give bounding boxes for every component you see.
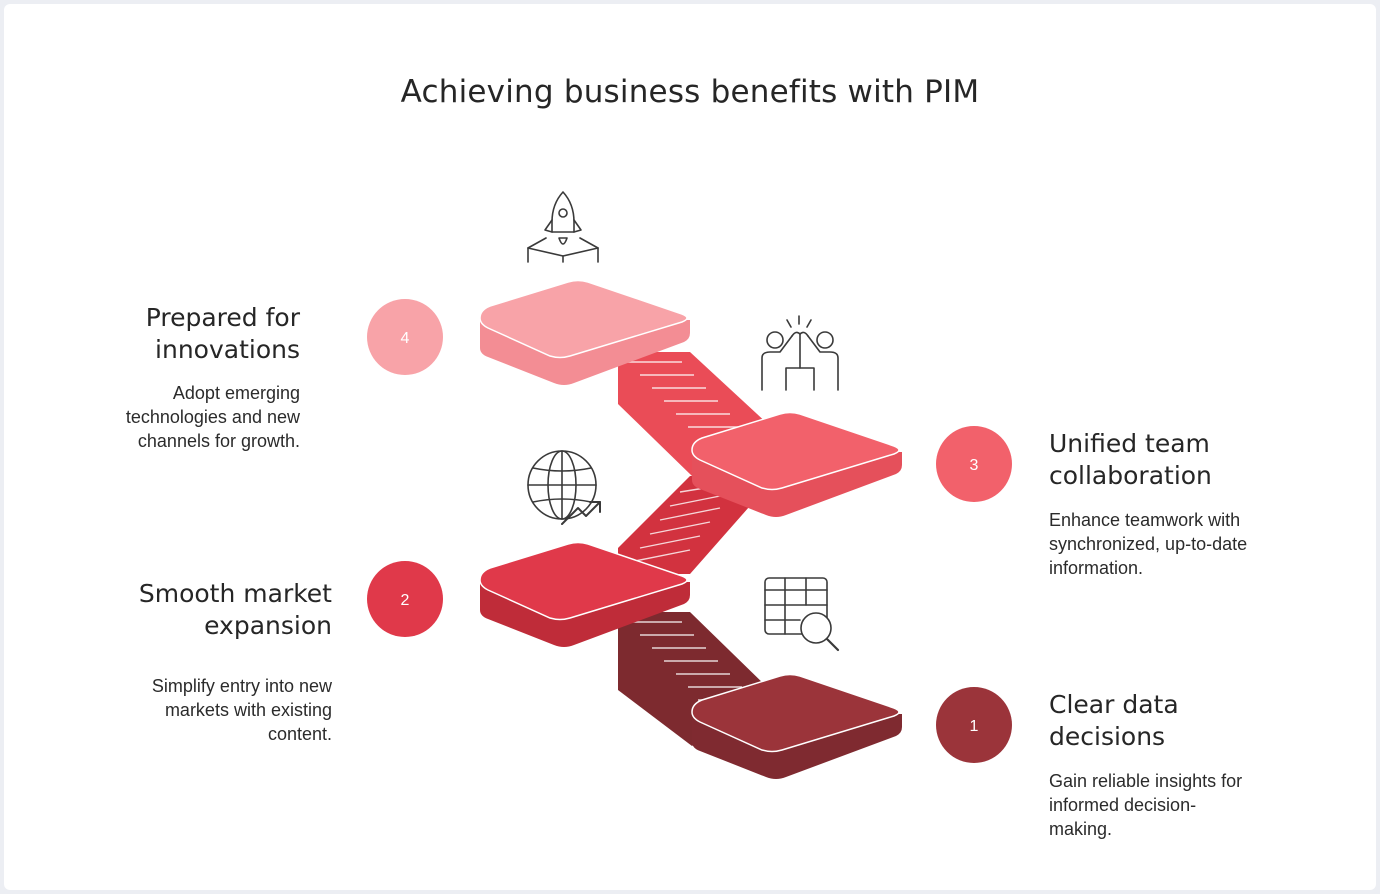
step-2-circle	[367, 561, 443, 637]
step-2-description-line: Simplify entry into new	[151, 676, 332, 696]
step-4-title-line: innovations	[155, 335, 300, 364]
step-4-description-line: Adopt emerging	[172, 383, 300, 403]
step-1-title-line: Clear data	[1049, 690, 1179, 719]
step-2-title: Smooth market expansion	[60, 578, 332, 642]
step-1-circle	[936, 687, 1012, 763]
platform-4	[479, 279, 690, 385]
step-2-description: Simplify entry into new markets with exi…	[60, 674, 332, 746]
step-3-title: Unified team collaboration	[1049, 428, 1349, 492]
step-4-title-line: Prepared for	[145, 303, 300, 332]
step-4-description: Adopt emerging technologies and new chan…	[60, 381, 300, 453]
step-4-description-line: channels for growth.	[137, 431, 300, 451]
platform-2	[479, 541, 690, 647]
platform-1	[691, 673, 902, 779]
step-3-description-line: synchronized, up-to-date	[1049, 534, 1248, 554]
step-1-title: Clear data decisions	[1049, 689, 1349, 753]
step-4-circle	[367, 299, 443, 375]
step-1-description: Gain reliable insights for informed deci…	[1049, 769, 1349, 841]
step-3-description-line: Enhance teamwork with	[1049, 510, 1241, 530]
diagram-title: Achieving business benefits with PIM	[400, 74, 980, 110]
step-2-number: 2	[401, 592, 410, 609]
step-1-title-line: decisions	[1049, 722, 1166, 751]
step-1-number: 1	[970, 718, 979, 735]
step-3-circle	[936, 426, 1012, 502]
step-3-description-line: information.	[1049, 558, 1144, 578]
rocket-launch-icon	[527, 191, 599, 263]
step-3-description: Enhance teamwork with synchronized, up-t…	[1049, 508, 1349, 580]
step-1-description-line: informed decision-	[1049, 795, 1197, 815]
step-2-title-line: Smooth market	[138, 579, 332, 608]
step-3-title-line: collaboration	[1049, 461, 1212, 490]
step-4-title: Prepared for innovations	[60, 302, 300, 366]
table-search-icon	[764, 577, 840, 652]
step-2-description-line: content.	[267, 724, 332, 744]
platform-3	[691, 411, 902, 517]
step-3-number: 3	[970, 457, 979, 474]
step-3-title-line: Unified team	[1049, 429, 1210, 458]
step-1-description-line: making.	[1049, 819, 1113, 839]
high-five-icon	[761, 315, 839, 391]
step-1-description-line: Gain reliable insights for	[1049, 771, 1243, 791]
step-2-title-line: expansion	[204, 611, 332, 640]
step-2-description-line: markets with existing	[164, 700, 332, 720]
step-4-number: 4	[401, 330, 410, 347]
step-4-description-line: technologies and new	[125, 407, 300, 427]
globe-growth-icon	[527, 450, 601, 525]
